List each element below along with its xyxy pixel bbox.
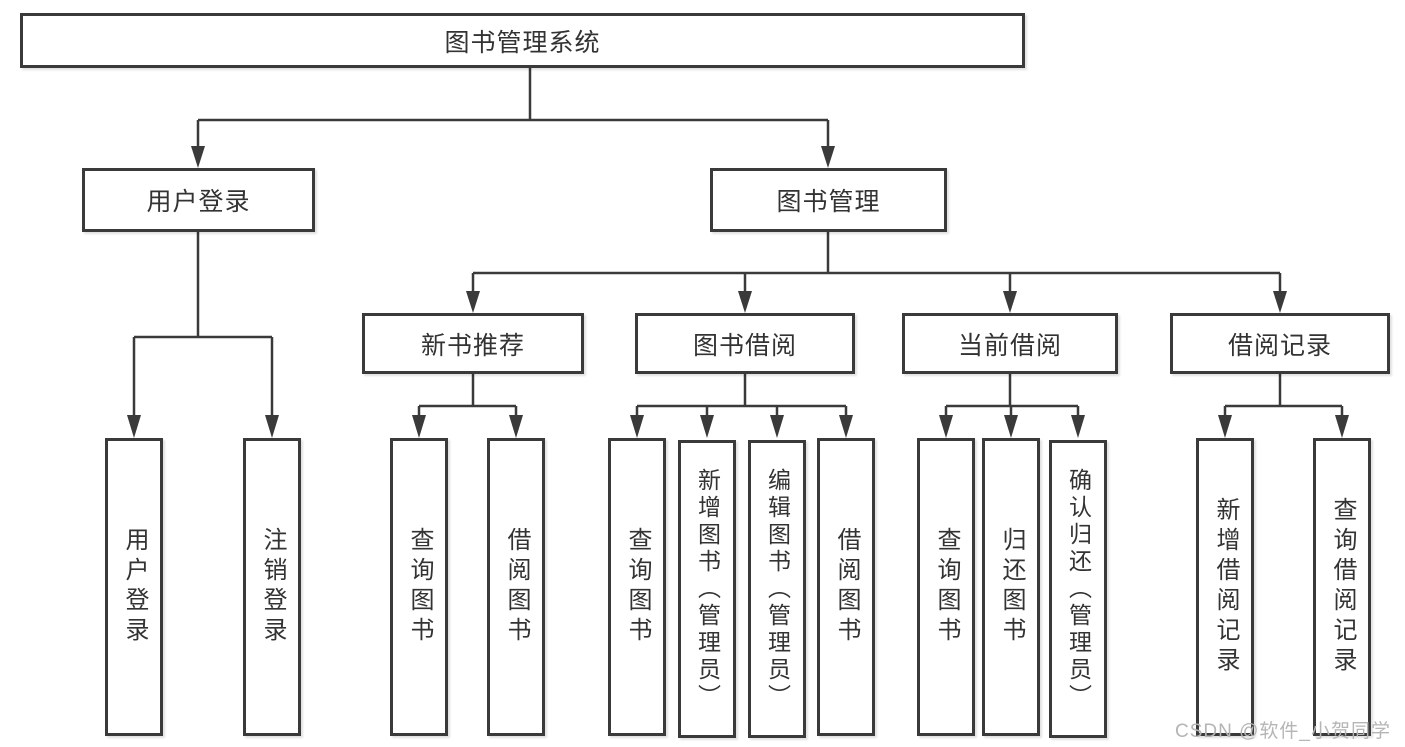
leaf-borrow-query-books: 查询图书 [608,438,666,736]
node-root: 图书管理系统 [20,13,1025,68]
leaf-confirm-return-admin: 确认归还（管理员） [1049,440,1107,738]
leaf-add-borrow-record: 新增借阅记录 [1196,438,1254,736]
node-new-book-rec: 新书推荐 [362,313,584,374]
node-book-mgmt: 图书管理 [710,168,947,232]
leaf-borrow-books: 借阅图书 [817,438,875,736]
node-user-login: 用户登录 [82,168,315,232]
connector-borrow-records [1218,374,1349,438]
connector-book-borrow [630,374,853,438]
connector-current-borrow [939,374,1085,438]
leaf-logout: 注销登录 [243,438,301,736]
leaf-current-query-books: 查询图书 [917,438,975,736]
leaf-add-books-admin: 新增图书（管理员） [678,440,736,738]
leaf-rec-borrow-books: 借阅图书 [487,438,545,736]
leaf-user-login: 用户登录 [105,438,163,736]
connector-new-book-rec [412,374,523,438]
connector-root [191,68,835,168]
node-book-borrow: 图书借阅 [635,313,855,374]
connector-book-mgmt [466,232,1287,313]
node-borrow-records: 借阅记录 [1170,313,1390,374]
leaf-return-books: 归还图书 [982,438,1040,736]
node-current-borrow: 当前借阅 [902,313,1118,374]
leaf-edit-books-admin: 编辑图书（管理员） [748,440,806,738]
leaf-rec-query-books: 查询图书 [390,438,448,736]
connector-user-login [127,232,279,438]
leaf-query-borrow-record: 查询借阅记录 [1313,438,1371,736]
watermark: CSDN @软件_小贺同学 [1175,721,1391,742]
